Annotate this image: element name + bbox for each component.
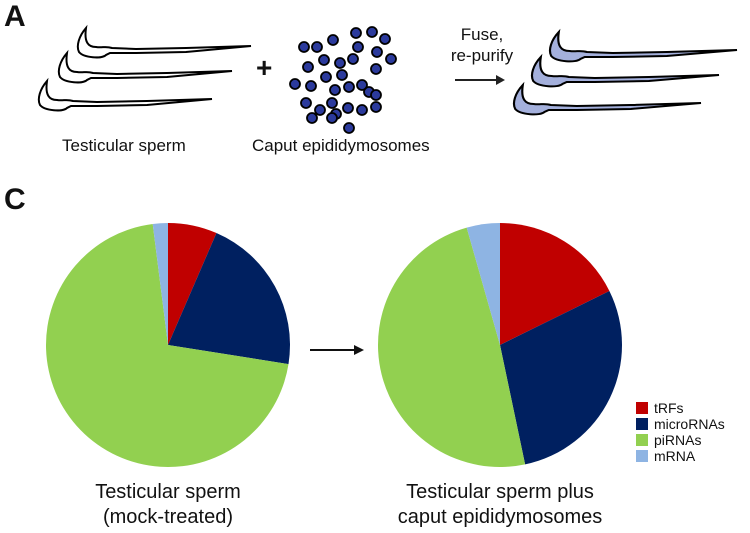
epididymosome-icon [343, 122, 355, 134]
legend-swatch [636, 434, 648, 446]
fused-sperm-icon [512, 81, 702, 116]
epididymosome-icon [326, 97, 338, 109]
pie2-slice-micrornas [500, 290, 622, 465]
right-pie-title-line1: Testicular sperm plus [406, 481, 594, 503]
epididymosome-icon [366, 26, 378, 38]
panel-c-label: C [4, 183, 26, 216]
epididymosome-icon [343, 81, 355, 93]
plus-sign: + [256, 52, 273, 83]
sperm-icon [76, 24, 252, 59]
epididymosome-icon [311, 41, 323, 53]
epididymosome-icon [370, 101, 382, 113]
left-pie-title-line1: Testicular sperm [95, 481, 241, 503]
pie1-slice-micrornas [168, 233, 290, 365]
caput-epididymosomes-label: Caput epididymosomes [252, 136, 430, 155]
epididymosome-icon [302, 61, 314, 73]
epididymosome-icon [327, 34, 339, 46]
epididymosome-icon [350, 27, 362, 39]
epididymosome-icon [370, 63, 382, 75]
epididymosome-icon [334, 57, 346, 69]
legend-label: piRNAs [654, 432, 702, 448]
pie2-slice-mrna [466, 223, 500, 345]
epididymosome-icon [356, 79, 368, 91]
sperm-icon [37, 77, 213, 112]
fused-sperm-icon [548, 28, 738, 63]
legend-item-trfs: tRFs [636, 400, 684, 416]
pie1-slice-trfs [168, 223, 217, 345]
legend-swatch [636, 402, 648, 414]
legend-item-micrornas: microRNAs [636, 416, 725, 432]
epididymosome-icon [356, 104, 368, 116]
sperm-icon [57, 49, 233, 84]
legend-swatch [636, 450, 648, 462]
panel-a-label: A [4, 0, 26, 33]
epididymosome-icon [342, 102, 354, 114]
epididymosome-icon [300, 97, 312, 109]
arrow-label-fuse: Fuse, [460, 25, 504, 44]
epididymosome-icon [379, 33, 391, 45]
epididymosome-icon [320, 71, 332, 83]
epididymosome-icon [371, 46, 383, 58]
epididymosome-icon [305, 80, 317, 92]
epididymosome-icon [352, 41, 364, 53]
testicular-sperm-label: Testicular sperm [62, 136, 186, 155]
left-pie-title-line2: (mock-treated) [102, 506, 234, 528]
legend-swatch [636, 418, 648, 430]
epididymosome-icon [298, 41, 310, 53]
epididymosome-icon [318, 54, 330, 66]
legend-label: tRFs [654, 400, 684, 416]
epididymosome-icon [289, 78, 301, 90]
pie-arrow-head-icon [354, 345, 364, 355]
pie1-slice-pirnas [46, 223, 289, 467]
epididymosome-icon [385, 53, 397, 65]
epididymosome-icon [336, 69, 348, 81]
fuse-arrow-head-icon [496, 75, 505, 85]
pie1-slice-mrna [152, 223, 168, 345]
fused-sperm-icon [530, 53, 720, 88]
right-pie-title: Testicular sperm plus caput epididymosome… [370, 480, 630, 530]
left-pie-title: Testicular sperm (mock-treated) [48, 480, 288, 530]
epididymosome-icon [314, 104, 326, 116]
epididymosome-icon [306, 112, 318, 124]
legend-label: microRNAs [654, 416, 725, 432]
epididymosome-icon [326, 112, 338, 124]
epididymosome-icon [347, 53, 359, 65]
arrow-label-repurify: re-purify [450, 46, 514, 65]
right-pie-title-line2: caput epididymosomes [397, 506, 603, 528]
legend-label: mRNA [654, 448, 696, 464]
epididymosome-icon [370, 89, 382, 101]
pie2-slice-pirnas [378, 227, 526, 467]
legend-item-mrna: mRNA [636, 448, 695, 464]
legend-item-pirnas: piRNAs [636, 432, 701, 448]
pie2-slice-trfs [500, 223, 610, 345]
epididymosome-icon [329, 84, 341, 96]
